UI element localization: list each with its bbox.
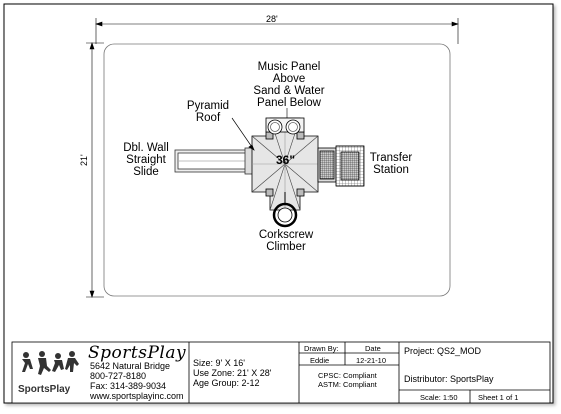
cpsc-status: CPSC: Compliant bbox=[318, 371, 377, 380]
straight-slide bbox=[174, 147, 258, 175]
width-dimension bbox=[95, 18, 459, 44]
title-block bbox=[11, 341, 551, 404]
company-name: SportsPlay bbox=[88, 343, 187, 363]
company-fax: Fax: 314-389-9034 bbox=[90, 381, 167, 391]
scale: Scale: 1:50 bbox=[420, 393, 458, 402]
spec-use-zone: Use Zone: 21' X 28' bbox=[193, 368, 272, 378]
logo-figures-icon bbox=[22, 351, 79, 375]
corkscrew-climber bbox=[272, 192, 298, 228]
spec-size: Size: 9' X 16' bbox=[193, 358, 245, 368]
width-dimension-label: 28' bbox=[266, 14, 278, 24]
transfer-station-label: Transfer Station bbox=[369, 152, 413, 176]
drawn-by-header: Drawn By: bbox=[304, 344, 339, 353]
music-panel bbox=[265, 117, 305, 135]
sheet-number: Sheet 1 of 1 bbox=[478, 393, 519, 402]
astm-status: ASTM: Compliant bbox=[318, 380, 377, 389]
pyramid-roof-label: Pyramid Roof bbox=[186, 100, 230, 124]
company-website: www.sportsplayinc.com bbox=[90, 391, 184, 401]
drawn-by-value: Eddie bbox=[310, 356, 330, 365]
music-panel-label: Music Panel Above Sand & Water Panel Bel… bbox=[253, 61, 325, 109]
company-address: 5642 Natural Bridge bbox=[90, 361, 171, 371]
height-dimension-label: 21' bbox=[79, 154, 89, 166]
pyramid-roof bbox=[251, 117, 319, 211]
use-zone-boundary bbox=[103, 43, 451, 297]
slide-label: Dbl. Wall Straight Slide bbox=[123, 142, 169, 178]
logo-text: SportsPlay bbox=[18, 384, 71, 395]
date-header: Date bbox=[365, 344, 381, 353]
pyramid-roof-leader bbox=[231, 117, 255, 151]
deck-height-label: 36" bbox=[276, 153, 296, 167]
date-value: 12-21-10 bbox=[356, 356, 387, 365]
transfer-station bbox=[317, 145, 365, 187]
height-dimension bbox=[86, 42, 104, 298]
corkscrew-label: Corkscrew Climber bbox=[258, 229, 314, 253]
project-name: Project: QS2_MOD bbox=[404, 346, 482, 356]
distributor: Distributor: SportsPlay bbox=[404, 374, 494, 384]
spec-age-group: Age Group: 2-12 bbox=[193, 378, 260, 388]
company-phone: 800-727-8180 bbox=[90, 371, 147, 381]
